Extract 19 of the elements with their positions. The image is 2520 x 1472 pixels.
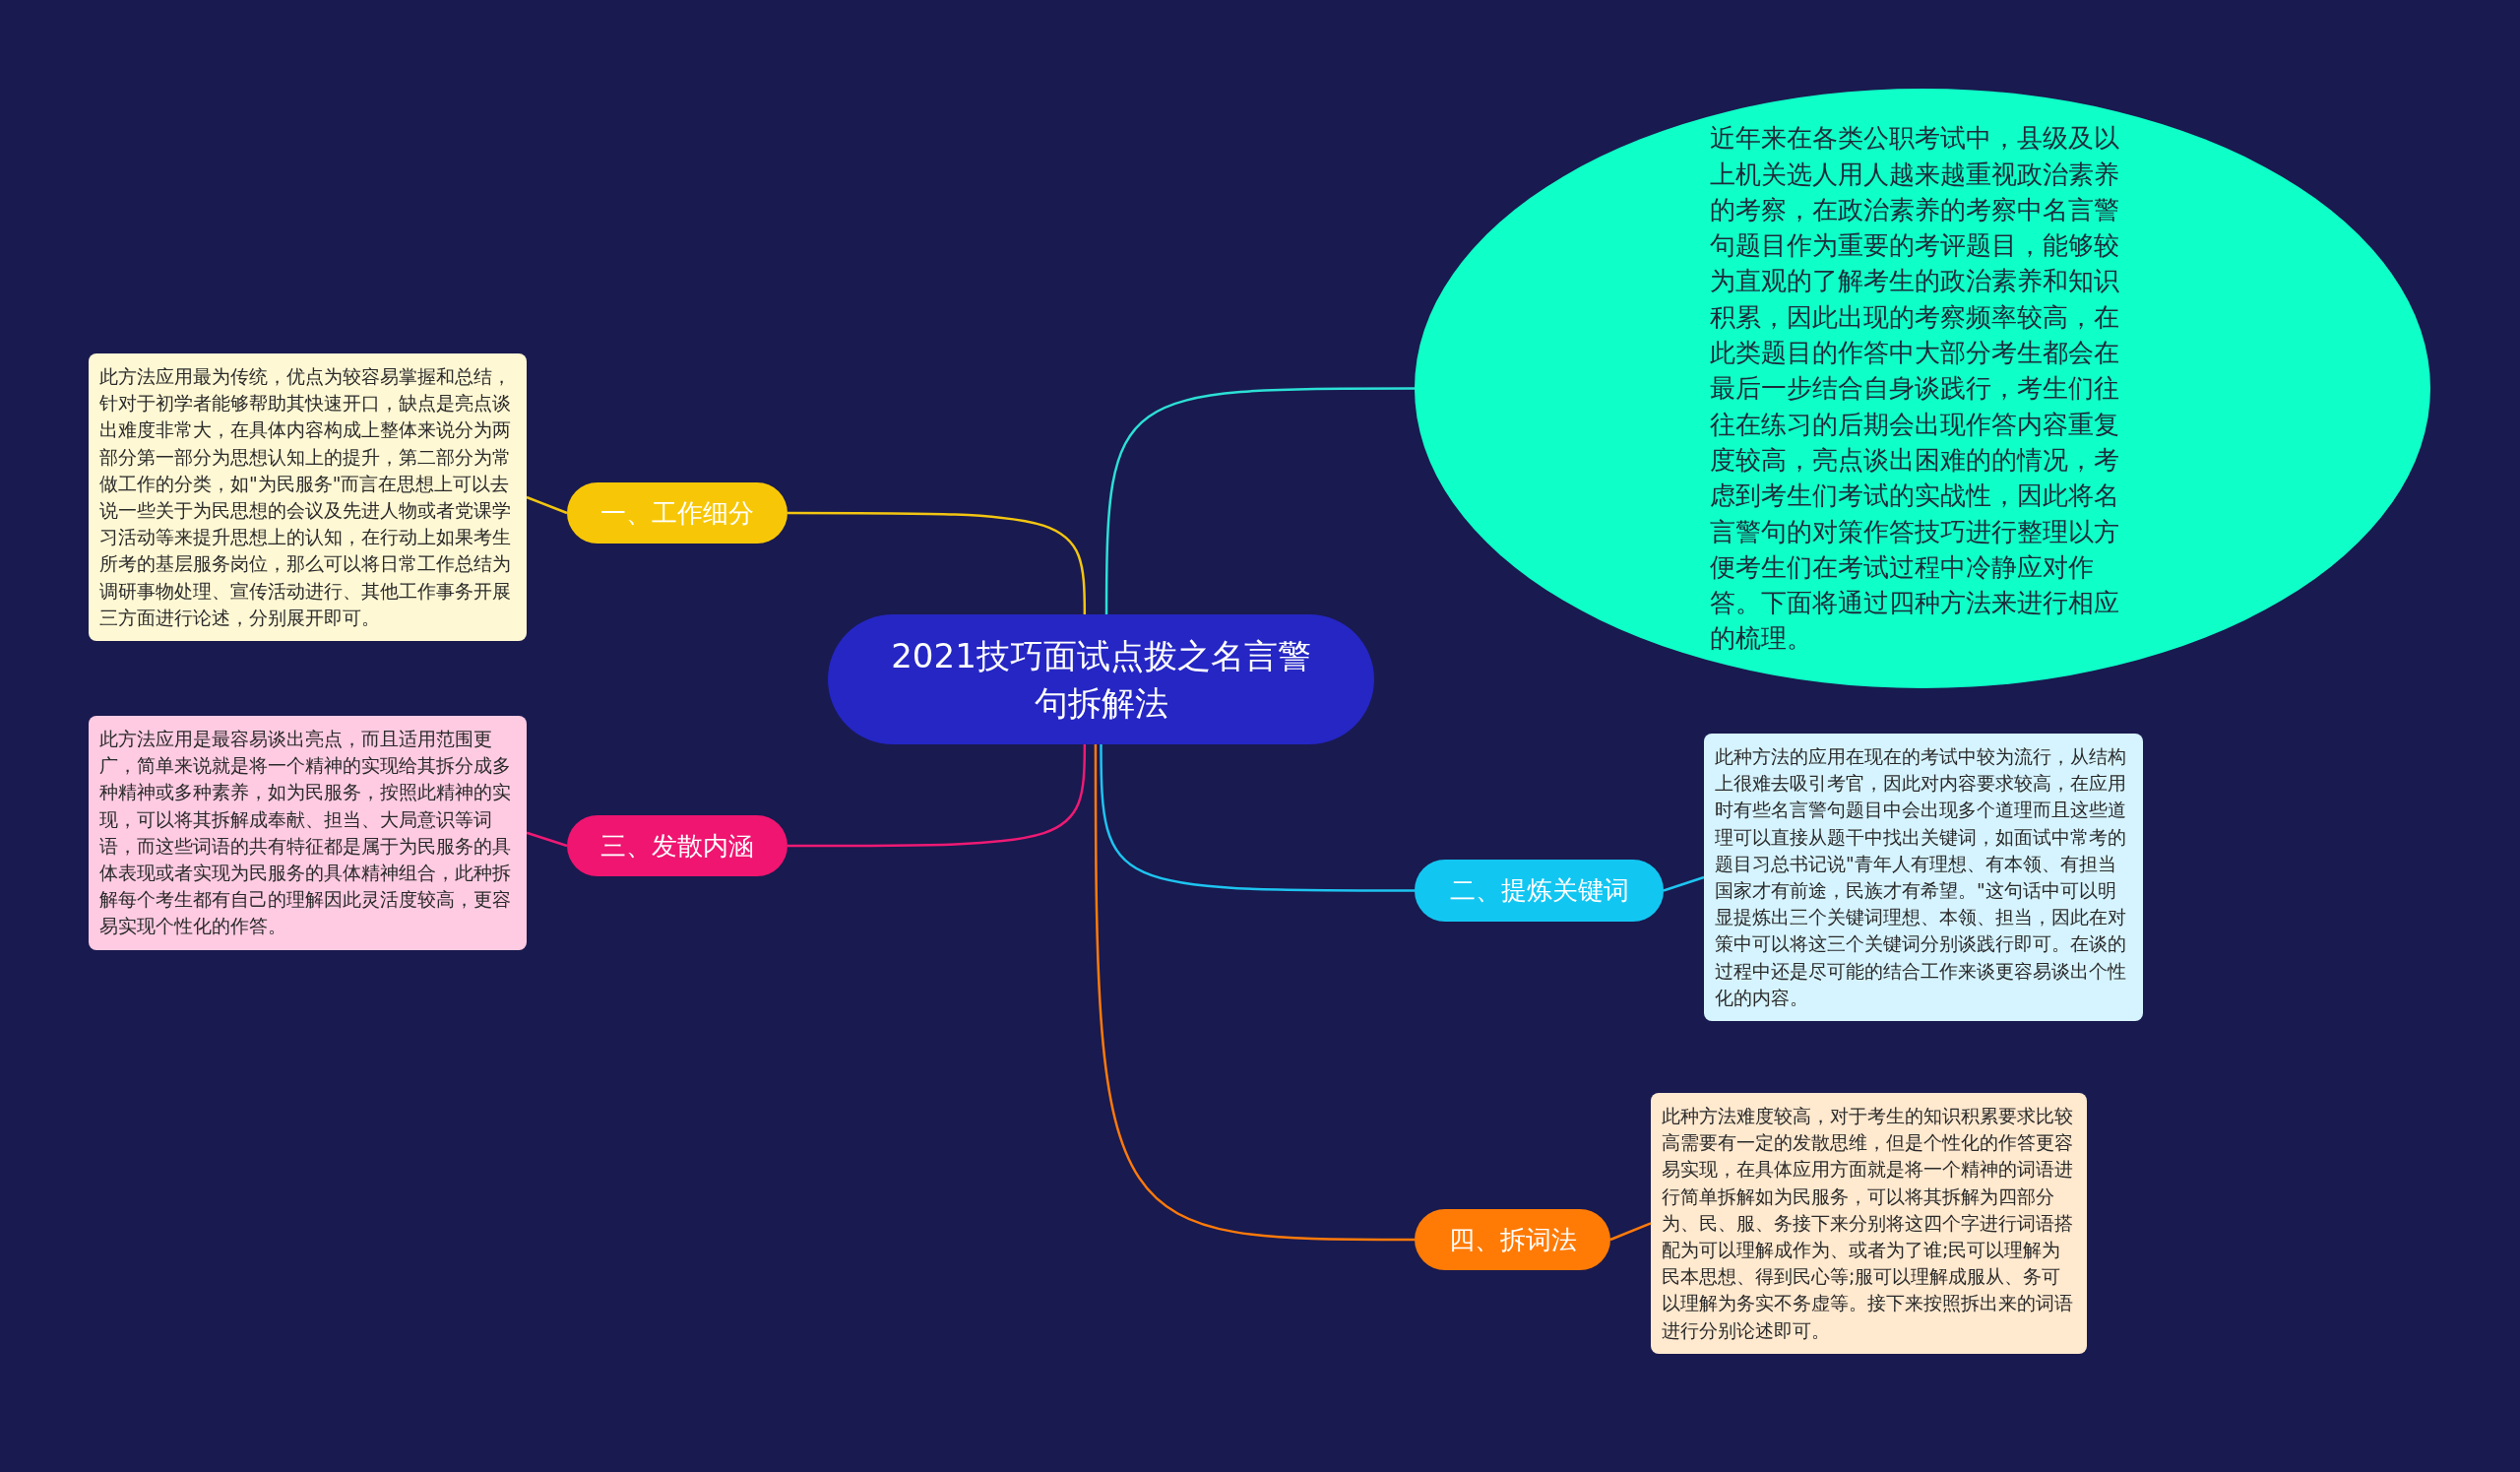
connector-line xyxy=(526,495,568,515)
note-card: 此种方法难度较高，对于考生的知识积累要求比较高需要有一定的发散思维，但是个性化的作答更容易实现，在具体应用方面就是将一个精神的词语进行简单拆解如为民服务，可以将其拆解为四部分为、民、服、务接下来分别将这四个字进行词语搭配为可以理解成作为、或者为了谁;民可以理解为民本思想、得到民心等;服可以理解成服从、务可以理解为务实不务虚等。接下来按照拆出来的词语进行分别论述即可。 xyxy=(1651,1093,2087,1354)
branch-topic: 一、工作细分 xyxy=(567,482,788,544)
connector-line xyxy=(1104,387,1415,614)
branch-topic: 三、发散内涵 xyxy=(567,815,788,876)
connector-line xyxy=(788,511,1087,614)
note-card: 此种方法的应用在现在的考试中较为流行，从结构上很难去吸引考官，因此对内容要求较高，在应用时有些名言警句题目中会出现多个道理而且这些道理可以直接从题干中找出关键词，如面试中常考的题目习总书记说"青年人有理想、有本领、有担当国家才有前途，民族才有希望。"这句话中可以明显提炼出三个关键词理想、本领、担当，因此在对策中可以将这三个关键词分别谈践行即可。在谈的过程中还是尽可能的结合工作来谈更容易谈出个性化的内容。 xyxy=(1704,734,2143,1022)
intro-ellipse: 近年来在各类公职考试中，县级及以上机关选人用人越来越重视政治素养的考察，在政治素养的考察中名言警句题目作为重要的考评题目，能够较为直观的了解考生的政治素养和知识积累，因此出现的考察频率较高，在此类题目的作答中大部分考生都会在最后一步结合自身谈践行，考生们往往在练习的后期会出现作答内容重复度较高，亮点谈出困难的的情况，考虑到考生们考试的实战性，因此将名言警句的对策作答技巧进行整理以方便考生们在考试过程中冷静应对作答。下面将通过四种方法来进行相应的梳理。 xyxy=(1415,89,2430,688)
connector-line xyxy=(1100,744,1415,892)
connector-line xyxy=(1609,1222,1652,1242)
note-card: 此方法应用最为传统，优点为较容易掌握和总结，针对于初学者能够帮助其快速开口，缺点是亮点谈出难度非常大，在具体内容构成上整体来说分为两部分第一部分为思想认知上的提升，第二部分为常做工作的分类，如"为民服务"而言在思想上可以去说一些关于为民思想的会议及先进人物或者党课学习活动等来提升思想上的认知，在行动上如果考生所考的基层服务岗位，那么可以将日常工作总结为调研事物处理、宣传活动进行、其他工作事务开展三方面进行论述，分别展开即可。 xyxy=(89,353,527,642)
note-card: 此方法应用是最容易谈出亮点，而且适用范围更广，简单来说就是将一个精神的实现给其拆分成多种精神或多种素养，如为民服务，按照此精神的实现，可以将其拆解成奉献、担当、大局意识等词语，而这些词语的共有特征都是属于为民服务的具体表现或者实现为民服务的具体精神组合，此种拆解每个考生都有自己的理解因此灵活度较高，更容易实现个性化的作答。 xyxy=(89,716,527,950)
connector-line xyxy=(526,831,568,848)
central-topic: 2021技巧面试点拨之名言警句拆解法 xyxy=(828,614,1374,744)
connector-line xyxy=(1663,875,1705,892)
connector-line xyxy=(1094,744,1415,1242)
branch-topic: 二、提炼关键词 xyxy=(1415,860,1664,922)
branch-topic: 四、拆词法 xyxy=(1415,1209,1610,1270)
connector-line xyxy=(788,744,1087,848)
